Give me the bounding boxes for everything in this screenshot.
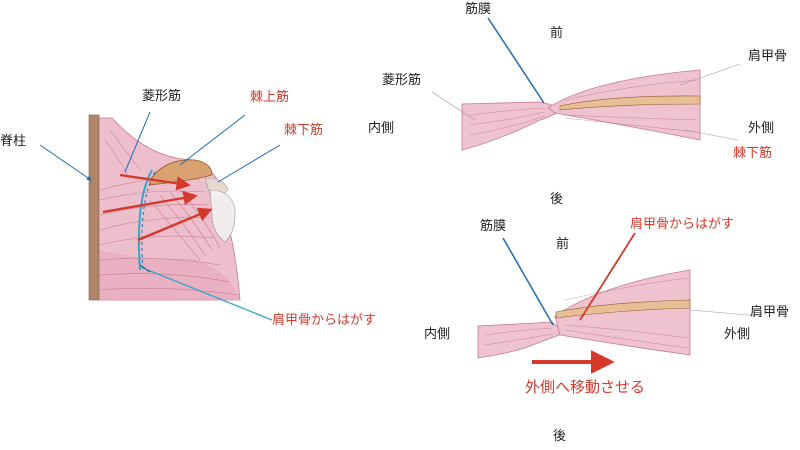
label-peel-left: 肩甲骨からはがす (272, 313, 377, 328)
medial-scapular-border (137, 169, 153, 271)
spine-column (88, 114, 100, 301)
bottom-fascia-leader (502, 237, 554, 326)
bottom-cross-section (477, 232, 761, 374)
left-anatomy-figure (39, 111, 281, 321)
label-scapula-bottom: 肩甲骨 (750, 305, 790, 320)
top-rhomboid-leader (431, 91, 476, 121)
humerus-head (209, 189, 236, 243)
arrow-red-left-3 (137, 207, 213, 242)
label-infraspinatus-top: 棘下筋 (733, 146, 773, 161)
label-fascia-bottom: 筋膜 (480, 219, 507, 234)
label-scapula-top: 肩甲骨 (748, 49, 788, 64)
label-medial-bottom: 内側 (424, 327, 451, 342)
label-move-lateral: 外側へ移動させる (525, 378, 646, 396)
bottom-scapula-leader (689, 309, 761, 317)
top-scapula-blade (559, 95, 701, 111)
leader-rhomboid (124, 111, 151, 173)
label-rhomboid-left: 菱形筋 (142, 89, 182, 104)
bottom-peel-leader (579, 232, 636, 321)
label-fascia-top: 筋膜 (465, 2, 492, 17)
label-rhomboid-top: 菱形筋 (382, 73, 422, 88)
top-infraspinatus-leader (684, 129, 739, 141)
bottom-medial-muscle (477, 321, 563, 359)
bottom-fibers (484, 277, 689, 349)
label-lateral-bottom: 外側 (724, 327, 751, 342)
top-scapula-leader (679, 63, 741, 86)
label-posterior-top: 後 (550, 192, 564, 207)
label-supraspinatus: 棘上筋 (250, 90, 290, 105)
label-lateral-top: 外側 (748, 121, 775, 136)
lower-trapezius (98, 250, 240, 300)
leader-peel-left (147, 269, 273, 321)
leader-spine (39, 144, 92, 181)
top-cross-section (431, 17, 741, 151)
label-infraspinatus-left: 棘下筋 (284, 123, 324, 138)
label-anterior-top: 前 (550, 26, 564, 41)
top-fascia-leader (487, 17, 545, 104)
label-anterior-bottom: 前 (556, 237, 570, 252)
leader-peel-left-inner (139, 264, 151, 273)
label-posterior-bottom: 後 (553, 429, 567, 444)
bottom-scapula-blade (555, 299, 691, 319)
arrow-red-left-2 (102, 190, 198, 214)
label-peel-bottom: 肩甲骨からはがす (630, 217, 735, 232)
label-spine: 脊柱 (0, 134, 27, 149)
top-fibers (469, 79, 699, 136)
arrow-red-left-1 (119, 173, 191, 191)
leader-supraspinatus (179, 114, 246, 166)
leader-infraspinatus (217, 144, 281, 183)
label-medial-top: 内側 (368, 121, 395, 136)
